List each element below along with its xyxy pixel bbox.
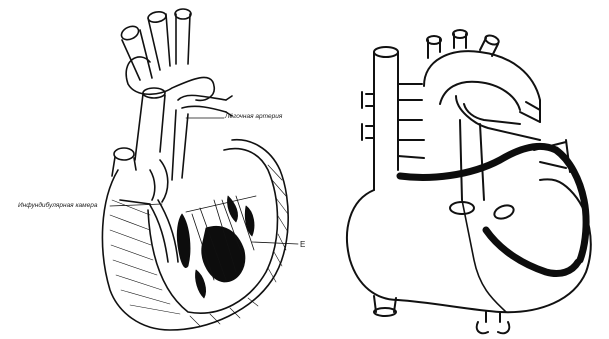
valve-right xyxy=(493,203,516,221)
left-heart-cross-section xyxy=(102,9,298,330)
septal-line xyxy=(462,200,506,312)
right-heart-schematic xyxy=(347,30,591,333)
label-pulmonary-artery: Лёгочная артерия xyxy=(225,113,282,120)
vena-cava-column xyxy=(362,47,424,190)
muscle-hatching xyxy=(110,165,288,326)
aortic-branches xyxy=(119,9,214,100)
pointer-infundibular xyxy=(110,204,162,206)
pulmonary-artery xyxy=(172,95,232,180)
heart-body-outline xyxy=(347,179,591,312)
left-vessel-stub xyxy=(112,148,136,176)
heart-outline xyxy=(102,140,288,330)
infundibulum xyxy=(120,160,168,204)
label-infundibular-chamber: Инфундибулярная камера xyxy=(18,202,110,210)
descending-aorta xyxy=(477,312,510,333)
superior-vena-cava xyxy=(135,88,165,160)
aortic-arch xyxy=(424,30,540,122)
label-edge-letter: Е xyxy=(300,240,305,249)
